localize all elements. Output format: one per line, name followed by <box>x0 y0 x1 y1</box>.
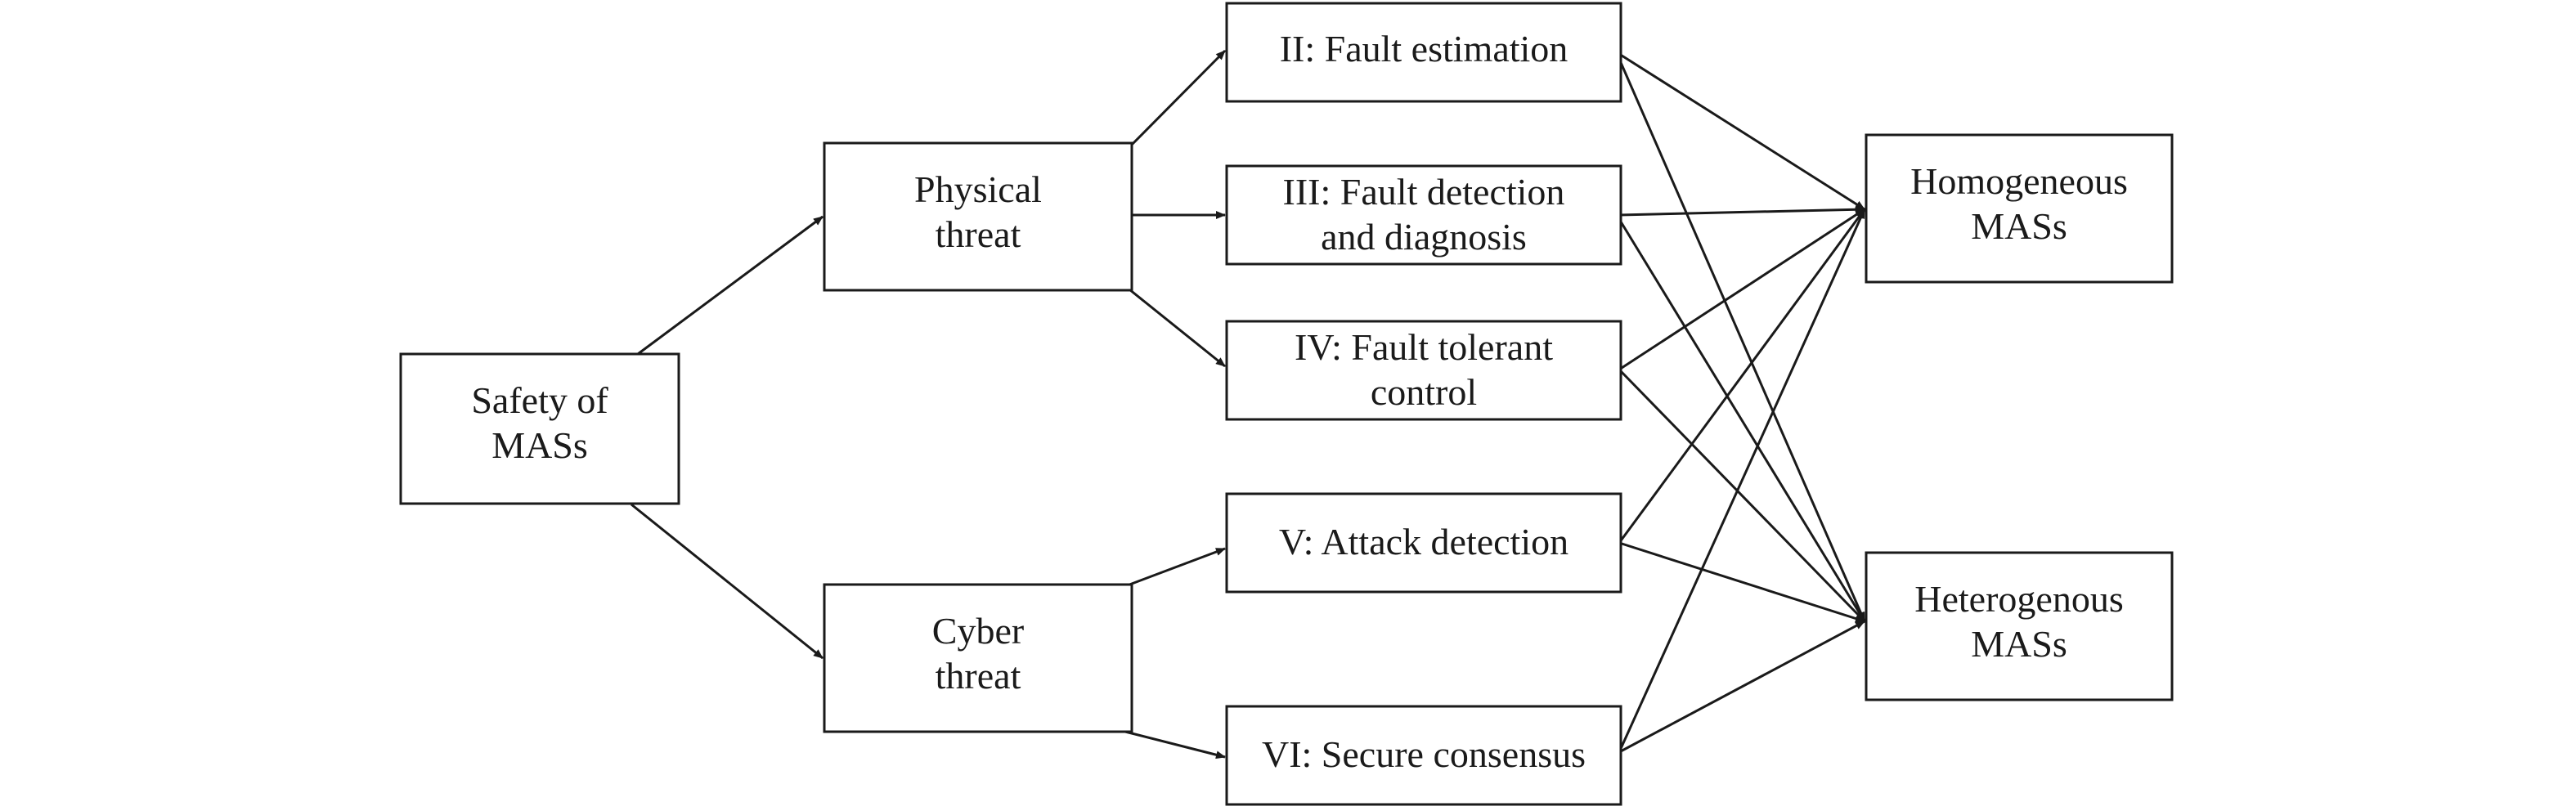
node-safety-of-mass: Safety of MASs <box>399 352 680 505</box>
edge-fault-estimation-to-heterogenous <box>1618 58 1866 622</box>
node-label-line: MASs <box>1971 205 2067 247</box>
node-attack-detection: V: Attack detection <box>1225 492 1622 594</box>
edge-attack-detection-to-homogeneous <box>1618 208 1866 544</box>
node-label-line: threat <box>936 213 1021 255</box>
node-secure-consensus: VI: Secure consensus <box>1225 705 1622 806</box>
node-label-line: Safety of <box>471 379 608 421</box>
edge-cyber-to-secure-consensus <box>1124 730 1226 759</box>
node-heterogenous-mass: Heterogenous MASs <box>1865 551 2174 701</box>
node-label-line: MASs <box>1971 623 2067 665</box>
edge-fault-tolerant-to-homogeneous <box>1618 208 1865 371</box>
edges <box>631 49 1866 759</box>
node-label-line: Heterogenous <box>1914 578 2123 620</box>
node-homogeneous-mass: Homogeneous MASs <box>1865 133 2174 284</box>
node-physical-threat: Physical threat <box>823 141 1133 292</box>
node-label-line: and diagnosis <box>1321 216 1527 258</box>
edge-secure-consensus-to-heterogenous <box>1618 620 1865 754</box>
edge-secure-consensus-to-homogeneous <box>1618 208 1866 753</box>
edge-fault-detection-to-homogeneous <box>1618 205 1865 217</box>
node-label-line: Physical <box>914 168 1042 210</box>
node-label-line: Cyber <box>932 610 1024 652</box>
node-label-line: IV: Fault tolerant <box>1295 326 1553 368</box>
node-label-line: II: Fault estimation <box>1280 28 1568 69</box>
node-label-line: VI: Secure consensus <box>1262 733 1586 775</box>
node-label-line: III: Fault detection <box>1283 171 1565 213</box>
edge-fault-tolerant-to-heterogenous <box>1618 368 1866 623</box>
node-label-line: MASs <box>491 424 588 466</box>
edge-safety-to-cyber <box>631 503 824 660</box>
edge-safety-to-physical <box>637 215 824 356</box>
node-fault-estimation: II: Fault estimation <box>1225 2 1622 103</box>
edge-physical-to-fault-estimation <box>1124 49 1227 153</box>
node-label-line: threat <box>936 655 1021 697</box>
node-fault-tolerant-control: IV: Fault tolerant control <box>1225 320 1622 421</box>
node-cyber-threat: Cyber threat <box>823 583 1133 733</box>
edge-fault-estimation-to-homogeneous <box>1618 52 1865 211</box>
edge-attack-detection-to-heterogenous <box>1618 541 1865 623</box>
edge-fault-detection-to-heterogenous <box>1618 218 1866 622</box>
edge-cyber-to-attack-detection <box>1124 547 1226 588</box>
node-label-line: V: Attack detection <box>1279 521 1568 562</box>
node-fault-detection-and-diagnosis: III: Fault detection and diagnosis <box>1225 164 1622 266</box>
node-label-line: Homogeneous <box>1910 160 2128 202</box>
node-label-line: control <box>1371 371 1477 413</box>
edge-physical-to-fault-tolerant <box>1124 285 1226 368</box>
